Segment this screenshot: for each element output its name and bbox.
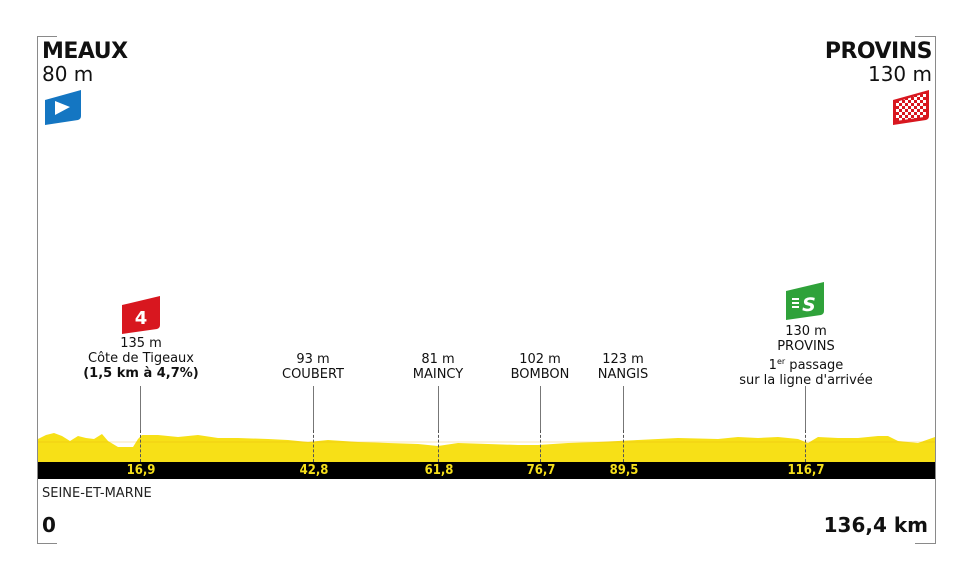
svg-text:S: S bbox=[802, 294, 816, 316]
profile-marker bbox=[540, 430, 541, 462]
finish-city: PROVINS bbox=[824, 39, 933, 64]
profile-marker bbox=[140, 430, 141, 462]
profile-marker bbox=[623, 430, 624, 462]
sprint-name: PROVINS bbox=[777, 339, 835, 354]
km-label: 116,7 bbox=[787, 463, 825, 478]
start-flag-icon bbox=[45, 90, 81, 125]
frame-right-top-tick bbox=[915, 36, 935, 37]
frame-right bbox=[935, 36, 936, 544]
distance-start: 0 bbox=[42, 513, 56, 537]
climb-marker-line bbox=[140, 386, 141, 431]
sprint-altitude: 130 m bbox=[785, 324, 827, 339]
region-label: SEINE-ET-MARNE bbox=[42, 486, 152, 501]
elevation-profile bbox=[38, 433, 935, 463]
waypoint-line bbox=[313, 386, 314, 431]
climb-category-4-icon: 4 bbox=[122, 296, 160, 334]
climb-name: Côte de Tigeaux bbox=[88, 351, 194, 366]
km-label: 61,8 bbox=[424, 463, 454, 478]
intermediate-sprint-icon: S bbox=[786, 282, 824, 320]
waypoint-line bbox=[540, 386, 541, 431]
distance-end: 136,4 km bbox=[823, 513, 928, 537]
sprint-line4: sur la ligne d'arrivée bbox=[739, 373, 873, 388]
waypoint-line bbox=[623, 386, 624, 431]
start-altitude: 80 m bbox=[42, 62, 94, 86]
sprint-label: 130 m PROVINS 1er passage sur la ligne d… bbox=[739, 324, 873, 388]
sprint-marker-line bbox=[805, 386, 806, 431]
profile-marker bbox=[438, 430, 439, 462]
climb-category-label: 4 bbox=[135, 308, 148, 329]
frame-left-top-tick bbox=[37, 36, 57, 37]
km-label: 16,9 bbox=[126, 463, 156, 478]
finish-altitude: 130 m bbox=[867, 62, 932, 86]
km-label: 89,5 bbox=[609, 463, 639, 478]
climb-altitude: 135 m bbox=[120, 336, 162, 351]
waypoint-bombon: 102 m BOMBON bbox=[510, 352, 570, 382]
km-label: 76,7 bbox=[526, 463, 556, 478]
frame-left-bottom-tick bbox=[37, 543, 57, 544]
waypoint-coubert: 93 m COUBERT bbox=[282, 352, 344, 382]
waypoint-nangis: 123 m NANGIS bbox=[597, 352, 649, 382]
waypoint-maincy: 81 m MAINCY bbox=[412, 352, 464, 382]
frame-left bbox=[37, 36, 38, 544]
climb-label: 135 m Côte de Tigeaux (1,5 km à 4,7%) bbox=[83, 336, 199, 381]
climb-detail: (1,5 km à 4,7%) bbox=[83, 366, 199, 381]
km-bar bbox=[38, 462, 935, 479]
profile-marker bbox=[805, 430, 806, 462]
finish-flag-icon bbox=[893, 90, 929, 125]
start-city: MEAUX bbox=[42, 39, 128, 64]
profile-marker bbox=[313, 430, 314, 462]
frame-right-bottom-tick bbox=[915, 543, 935, 544]
km-label: 42,8 bbox=[299, 463, 329, 478]
waypoint-line bbox=[438, 386, 439, 431]
